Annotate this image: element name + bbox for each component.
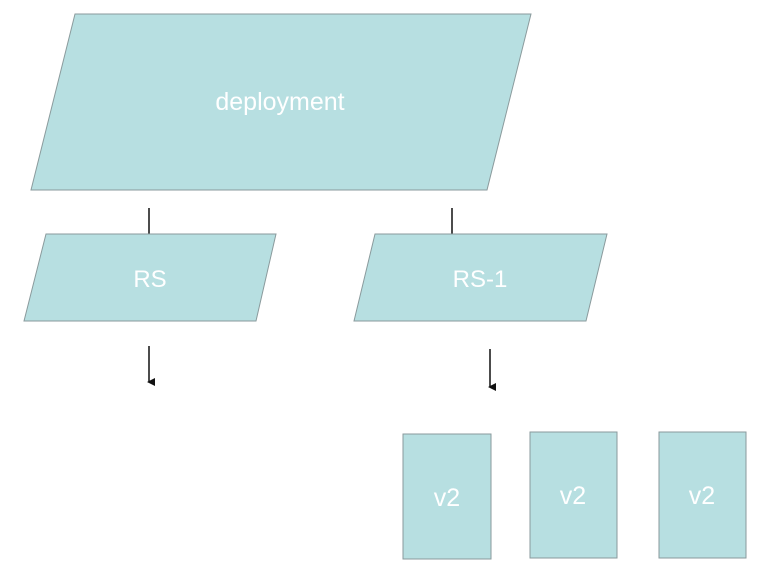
rs1-node: RS-1 [353,233,608,322]
pod-shape [658,431,747,559]
pod-label: v2 [434,484,460,512]
pod-node: v2 [658,431,747,559]
pod-node: v2 [402,433,492,560]
deployment-node: deployment [30,13,532,191]
deployment-label: deployment [215,88,344,116]
rs1-label: RS-1 [453,266,508,293]
rs1-shape [353,233,608,322]
pod-label: v2 [689,482,715,510]
rs-node: RS [23,233,277,322]
pod-shape [529,431,618,559]
pod-node: v2 [529,431,618,559]
rs-shape [23,233,277,322]
pod-label: v2 [560,482,586,510]
rs-label: RS [133,266,166,293]
deployment-shape [30,13,532,191]
pod-shape [402,433,492,560]
